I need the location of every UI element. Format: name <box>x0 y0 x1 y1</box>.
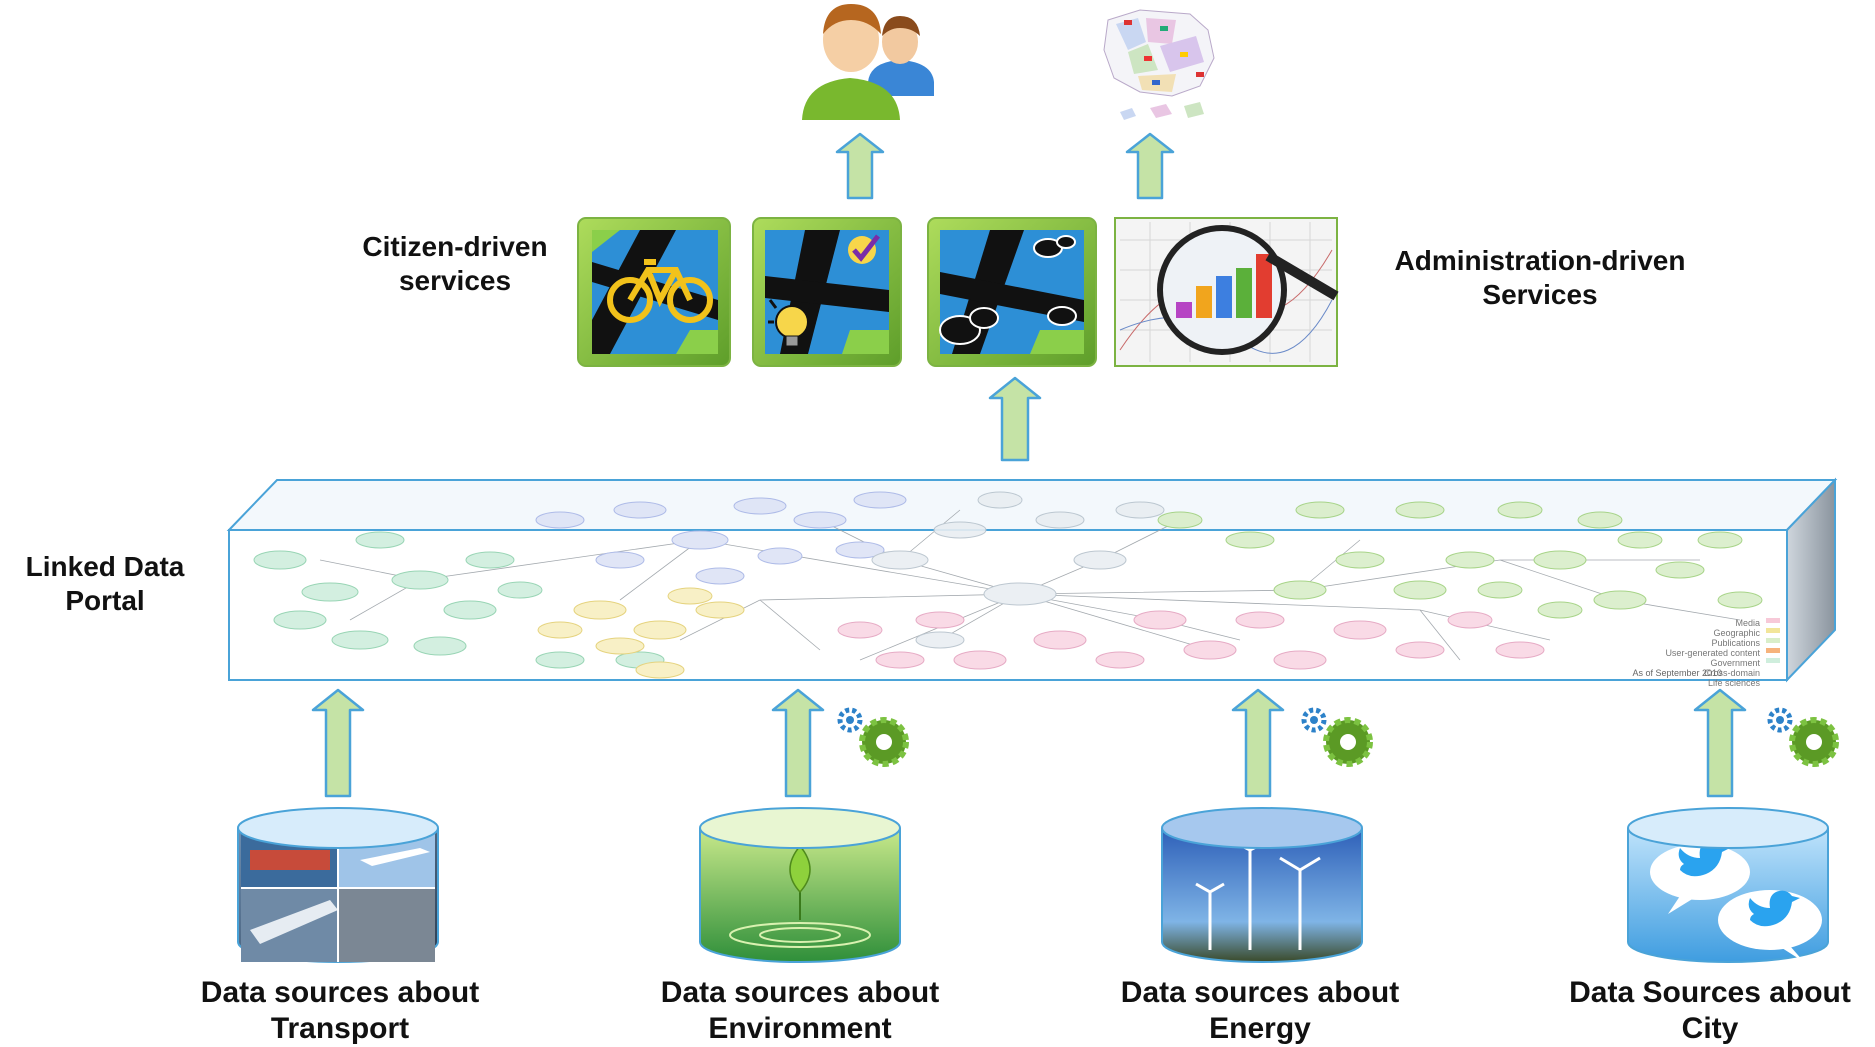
transport-database-icon <box>237 807 439 963</box>
linked-data-portal-box: Media Geographic Publications User-gener… <box>226 477 1838 688</box>
idea-service-tile <box>752 217 902 367</box>
city-database-icon <box>1627 807 1829 963</box>
arrow-to-administration <box>1125 132 1175 200</box>
cloud-caption: As of September 2010 <box>1632 668 1722 678</box>
arrow-energy-to-portal <box>1231 688 1285 798</box>
bike-service-tile <box>577 217 731 367</box>
energy-database-icon <box>1161 807 1363 963</box>
legend-entry: Government <box>1710 658 1760 668</box>
spain-map-icon <box>1103 9 1215 120</box>
twitter-bird-icon <box>1678 840 1730 877</box>
legend-swatches <box>1766 618 1780 663</box>
environment-database-icon <box>699 807 901 963</box>
arrows <box>311 132 1747 798</box>
linked-data-portal-label: Linked Data Portal <box>25 551 185 616</box>
legend-entry: Life sciences <box>1708 678 1761 688</box>
environment-sources-label: Data sources about Environment <box>660 976 940 1045</box>
gear-icon <box>1767 707 1839 767</box>
legend-entry: Geographic <box>1713 628 1760 638</box>
linked-data-cloud <box>253 491 1763 679</box>
arrow-to-citizens <box>835 132 885 200</box>
legend-entry: Publications <box>1711 638 1760 648</box>
administration-services-label: Administration-driven Services <box>1394 245 1686 310</box>
twitter-bird-icon <box>1748 890 1800 927</box>
gear-icon <box>1301 707 1373 767</box>
legend-entry: Cross-domain <box>1704 668 1760 678</box>
legend-entry: Media <box>1735 618 1760 628</box>
citizens-icon <box>802 4 934 120</box>
arrow-transport-to-portal <box>311 688 365 798</box>
citizen-services-label: Citizen-driven services <box>362 231 548 296</box>
arrow-portal-to-services <box>988 376 1042 462</box>
city-sources-label: Data Sources about City <box>1569 976 1851 1045</box>
gear-icon <box>837 707 909 767</box>
transport-sources-label: Data sources about Transport <box>200 976 480 1045</box>
arrow-environment-to-portal <box>771 688 825 798</box>
discussion-service-tile <box>927 217 1097 367</box>
arrow-city-to-portal <box>1693 688 1747 798</box>
energy-sources-label: Data sources about Energy <box>1120 976 1400 1045</box>
cloud-legend: Media Geographic Publications User-gener… <box>1665 618 1760 688</box>
analytics-service-tile <box>1114 217 1339 367</box>
legend-entry: User-generated content <box>1665 648 1760 658</box>
